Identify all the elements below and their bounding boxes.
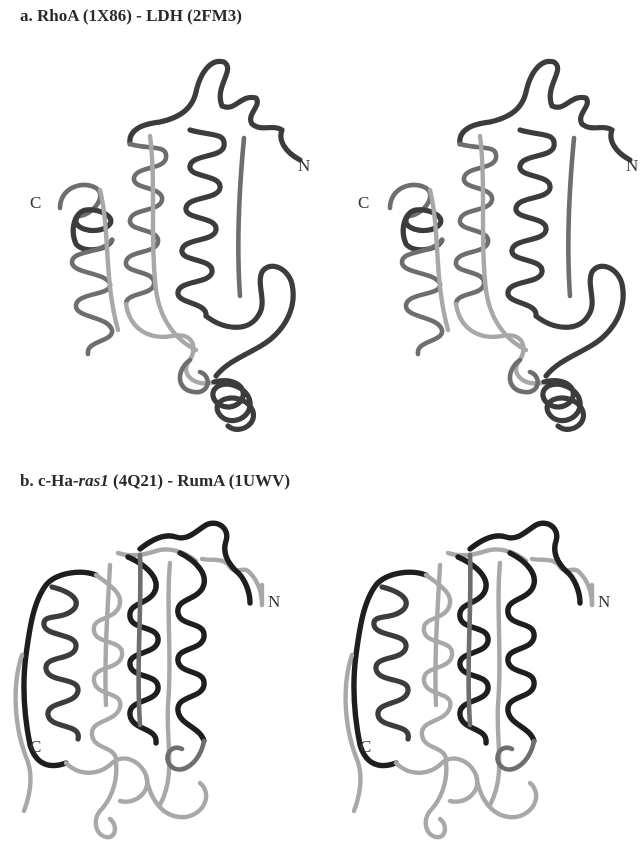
panel-b-title-suffix: (4Q21) - RumA (1UWV): [109, 471, 290, 490]
panel-b-right-n-terminus-label: N: [598, 592, 610, 611]
panel-b-left-view: [16, 523, 262, 837]
panel-b-left-c-terminus-label: C: [30, 737, 41, 756]
panel-b-title: b. c-Ha-ras1 (4Q21) - RumA (1UWV): [20, 471, 290, 491]
panel-a-left-c-terminus-label: C: [30, 193, 41, 212]
panel-a-stereo-figure: N C N C: [0, 40, 643, 460]
panel-b-left-n-terminus-label: N: [268, 592, 280, 611]
panel-b-stereo-figure: N C N C: [0, 505, 643, 849]
panel-a-right-c-terminus-label: C: [358, 193, 369, 212]
panel-a-title: a. RhoA (1X86) - LDH (2FM3): [20, 6, 242, 26]
panel-b-right-view: [346, 523, 592, 837]
panel-b-right-c-terminus-label: C: [360, 737, 371, 756]
panel-a-right-view: [390, 61, 630, 429]
panel-a-left-n-terminus-label: N: [298, 156, 310, 175]
panel-a-right-n-terminus-label: N: [626, 156, 638, 175]
panel-b-title-prefix: b. c-Ha-: [20, 471, 79, 490]
panel-b-title-gene: ras1: [79, 471, 109, 490]
panel-a-left-view: [60, 61, 300, 429]
